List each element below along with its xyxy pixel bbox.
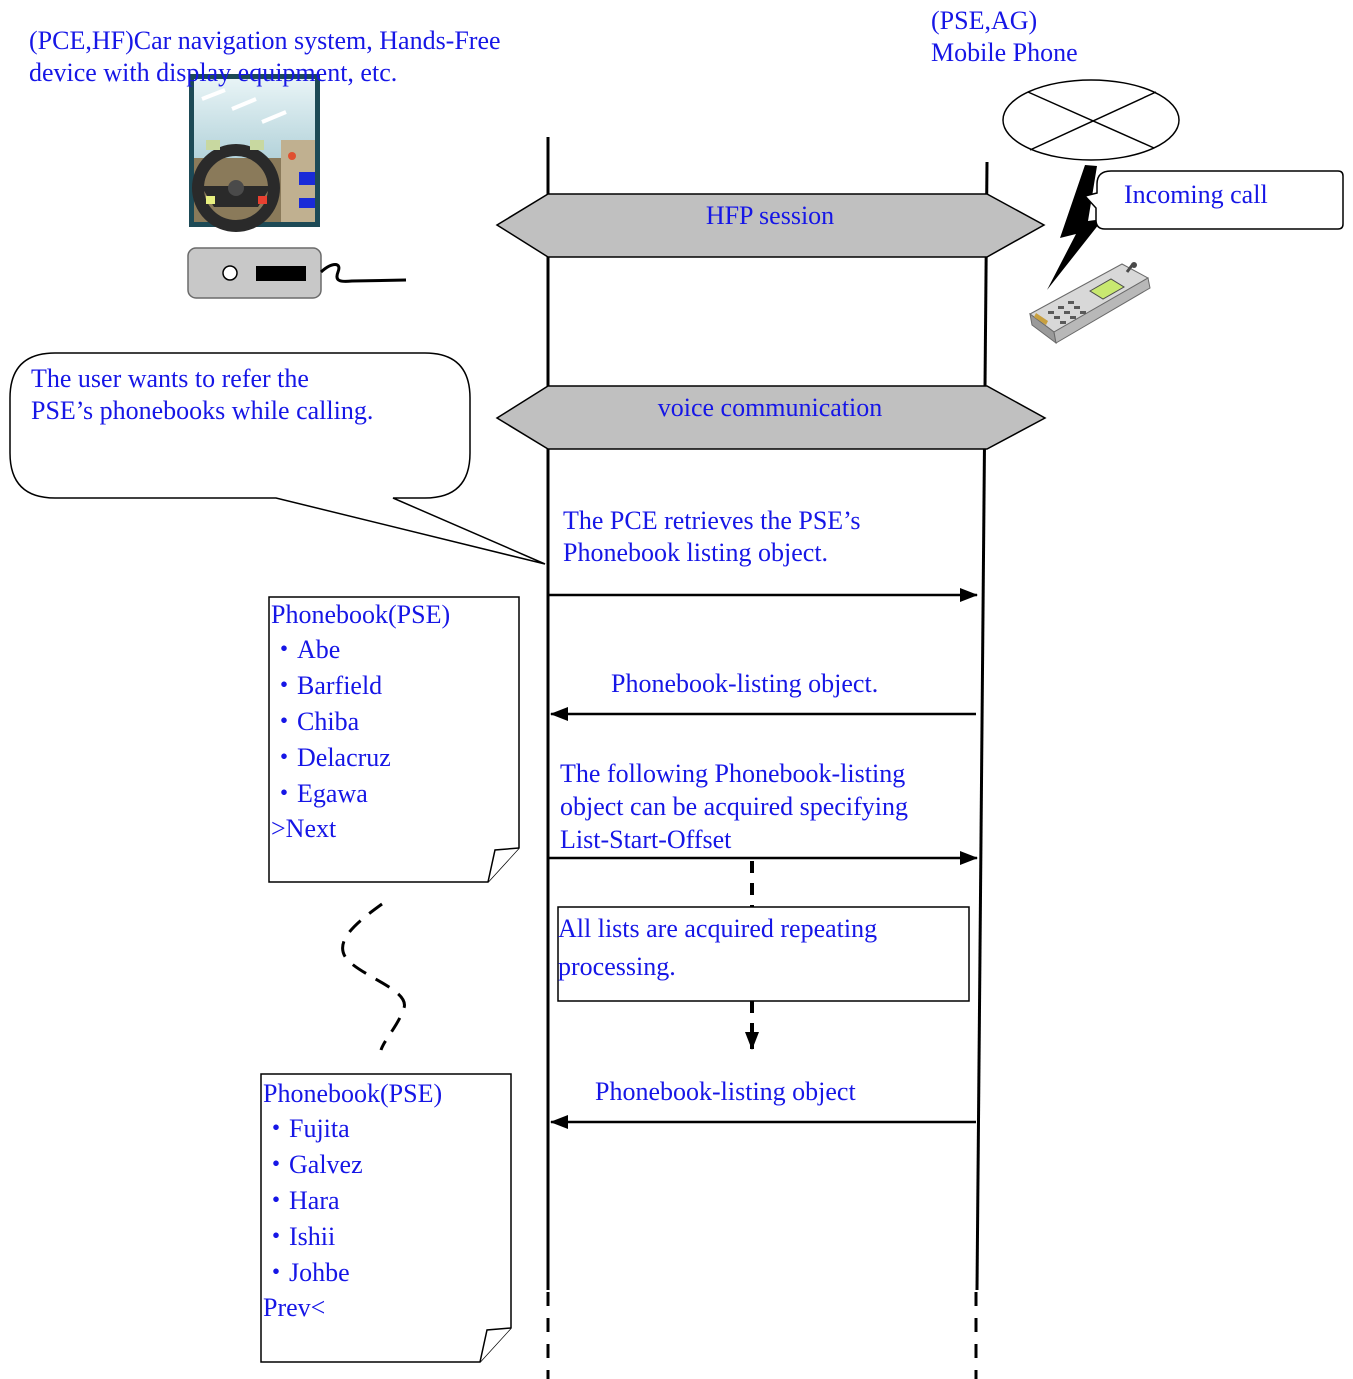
phonebook-2-entry: ・Galvez <box>263 1150 363 1179</box>
pse-lifeline <box>975 161 989 1291</box>
pse-label-line1: (PSE,AG) <box>931 6 1038 35</box>
phonebook-2-prev-link: Prev< <box>263 1293 326 1322</box>
pce-label-line1: (PCE,HF)Car navigation system, Hands-Fre… <box>29 26 501 55</box>
user-bubble-line2: PSE’s phonebooks while calling. <box>31 396 374 425</box>
voice-communication-label: voice communication <box>657 393 883 422</box>
hfp-session-label: HFP session <box>705 201 835 230</box>
phonebook-doc-1-fold <box>487 847 520 883</box>
user-speech-bubble-shape <box>9 352 546 565</box>
response2-label: Phonebook-listing object <box>595 1077 856 1106</box>
response1-label: Phonebook-listing object. <box>611 669 879 698</box>
phonebook-1-entry: ・Barfield <box>271 671 383 700</box>
phonebook-2-entry: ・Fujita <box>263 1114 350 1143</box>
pse-crossed-ellipse <box>1002 79 1180 161</box>
phonebook-2-entry: ・Hara <box>263 1186 340 1215</box>
incoming-call-label: Incoming call <box>1124 180 1268 209</box>
voice-communication-band <box>495 385 1047 450</box>
incoming-call-bubble-shape <box>1083 170 1344 230</box>
repeat-note-line1: All lists are acquired repeating <box>558 914 878 943</box>
pce-label-line2: device with display equipment, etc. <box>29 58 398 87</box>
step2-line2: object can be acquired specifying <box>560 792 908 821</box>
hands-free-device-icon <box>187 247 407 299</box>
phonebook-1-entry: ・Delacruz <box>271 743 391 772</box>
pse-label-line2: Mobile Phone <box>931 38 1078 67</box>
continuation-wavy-line <box>341 902 406 1051</box>
mobile-phone-icon <box>1029 262 1151 345</box>
hfp-session-band <box>495 193 1046 258</box>
step2-line1: The following Phonebook-listing <box>560 759 906 788</box>
phonebook-1-entry: ・Abe <box>271 635 341 664</box>
phonebook-1-entry: ・Egawa <box>271 779 368 808</box>
step1-line1: The PCE retrieves the PSE’s <box>563 506 861 535</box>
phonebook-2-title: Phonebook(PSE) <box>263 1079 443 1108</box>
phonebook-doc-2-fold <box>479 1327 512 1363</box>
phonebook-1-title: Phonebook(PSE) <box>271 600 451 629</box>
phonebook-1-next-link: >Next <box>271 814 337 843</box>
repeat-note-line2: processing. <box>558 952 676 981</box>
car-navigation-icon <box>189 74 320 232</box>
step1-line2: Phonebook listing object. <box>563 538 829 567</box>
lightning-bolt-icon <box>1047 165 1103 290</box>
phonebook-2-entry: ・Ishii <box>263 1222 336 1251</box>
phonebook-2-entry: ・Johbe <box>263 1258 350 1287</box>
repeat-note-box <box>557 906 970 1002</box>
step2-line3: List-Start-Offset <box>560 825 732 854</box>
phonebook-1-entry: ・Chiba <box>271 707 360 736</box>
user-bubble-line1: The user wants to refer the <box>31 364 309 393</box>
